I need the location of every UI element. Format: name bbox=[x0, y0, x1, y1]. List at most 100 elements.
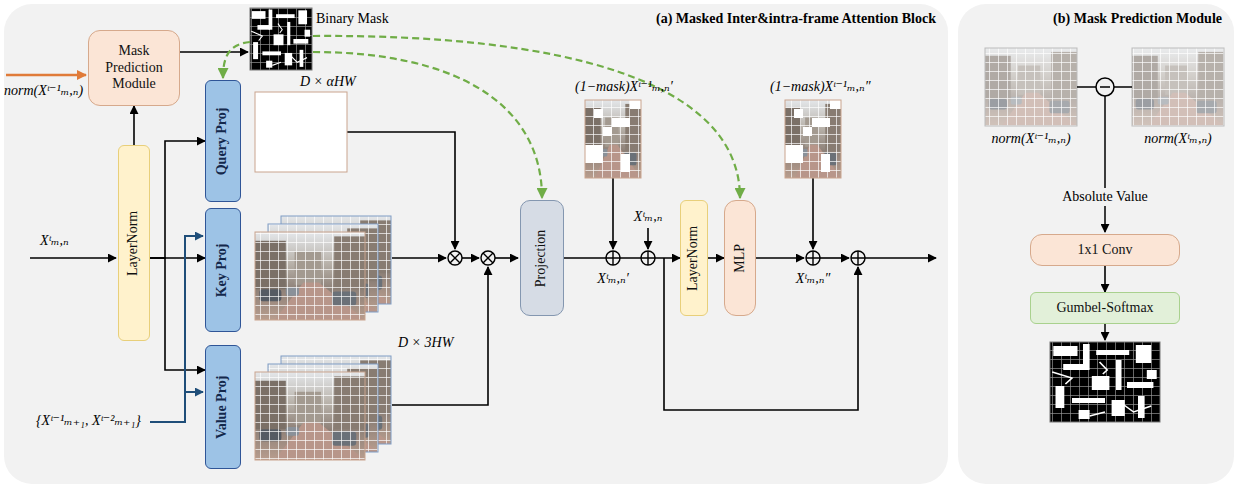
add-symbol bbox=[851, 251, 865, 265]
box-label: Query Proj bbox=[215, 107, 232, 175]
operation-label: Absolute Value bbox=[1059, 188, 1151, 206]
residual-image bbox=[785, 100, 841, 178]
block-panel: (a) Masked Inter&intra-frame Attention B… bbox=[4, 4, 948, 484]
add-symbol bbox=[806, 251, 820, 265]
wire bbox=[865, 257, 936, 259]
query-feature-image bbox=[255, 92, 347, 172]
panel-title: (b) Mask Prediction Module bbox=[1053, 11, 1222, 28]
signal-label: Xᵗₘ,ₙ″ bbox=[796, 270, 831, 288]
add-symbol bbox=[806, 251, 820, 265]
process-box: 1x1 Conv bbox=[1030, 234, 1180, 266]
reference-input-wire bbox=[185, 391, 203, 393]
residual-image bbox=[785, 100, 841, 178]
output-mask-image bbox=[1050, 342, 1160, 422]
subtract-symbol bbox=[1077, 86, 1096, 88]
query-feature-image bbox=[255, 92, 347, 172]
wire bbox=[812, 178, 814, 249]
subtract-symbol bbox=[1104, 324, 1106, 340]
output-mask-image bbox=[1050, 342, 1160, 422]
wire bbox=[462, 257, 479, 259]
multiply-symbol bbox=[483, 253, 493, 263]
residual-image bbox=[785, 100, 841, 178]
subtract-symbol bbox=[1114, 86, 1132, 88]
frame-image bbox=[985, 48, 1077, 126]
input-arrow bbox=[6, 74, 86, 77]
residual-image bbox=[585, 100, 641, 178]
frame-image bbox=[1132, 48, 1224, 126]
panel-title: (a) Masked Inter&intra-frame Attention B… bbox=[656, 11, 936, 28]
connector bbox=[133, 106, 135, 145]
key-feature-stack bbox=[255, 232, 365, 320]
subtract-symbol bbox=[1096, 78, 1114, 96]
input-label: Xᵗₘ,ₙ bbox=[40, 232, 69, 250]
wire bbox=[30, 257, 116, 259]
add-symbol bbox=[641, 251, 655, 265]
multiply-symbol bbox=[481, 251, 495, 265]
frame-image bbox=[1132, 48, 1224, 126]
add-symbol bbox=[641, 251, 655, 265]
box-label: LayerNorm bbox=[686, 225, 703, 290]
residual-label: (1−mask)Xᵗ⁻¹ₘ,ₙ′ bbox=[575, 78, 673, 96]
module-box: Mask Prediction Module bbox=[88, 30, 180, 106]
subtract-symbol bbox=[1104, 96, 1106, 232]
image-caption: Binary Mask bbox=[316, 10, 389, 28]
add-symbol bbox=[606, 251, 620, 265]
wire bbox=[756, 257, 804, 259]
image-caption: norm(Xᵗ⁻¹ₘ,ₙ) bbox=[991, 130, 1070, 148]
wire bbox=[647, 228, 649, 249]
connector bbox=[1104, 266, 1106, 292]
box-label: LayerNorm bbox=[126, 210, 143, 275]
signal-label: Xᵗₘ,ₙ bbox=[634, 208, 663, 226]
output-mask-image bbox=[1050, 342, 1160, 422]
value-feature-stack bbox=[255, 372, 365, 460]
box-label: Key Proj bbox=[215, 243, 232, 297]
dimension-label: D × αHW bbox=[300, 73, 356, 91]
value-feature-stack bbox=[255, 372, 365, 460]
multiply-symbol bbox=[450, 253, 460, 263]
residual-label: (1−mask)Xᵗ⁻¹ₘ,ₙ″ bbox=[770, 78, 871, 96]
binary-mask-image bbox=[250, 8, 312, 70]
query-feature-image bbox=[255, 92, 347, 172]
wire bbox=[180, 51, 248, 53]
wire bbox=[612, 178, 614, 249]
mlp-box: MLP bbox=[724, 200, 756, 316]
add-symbol bbox=[851, 251, 865, 265]
box-label: Projection bbox=[534, 229, 551, 287]
box-label: Gumbel-Softmax bbox=[1056, 300, 1153, 317]
dimension-label: D × 3HW bbox=[398, 334, 453, 352]
binary-mask-image bbox=[250, 8, 312, 70]
residual-image bbox=[585, 100, 641, 178]
projection-box: Value Proj bbox=[205, 345, 241, 469]
key-feature-stack bbox=[255, 216, 391, 320]
input-label: norm(Xᵗ⁻¹ₘ,ₙ) bbox=[4, 82, 83, 100]
query-feature-image bbox=[255, 92, 347, 172]
frame-image bbox=[985, 48, 1077, 126]
key-feature-stack bbox=[255, 232, 365, 320]
residual-image bbox=[585, 100, 641, 178]
input-label: {Xᵗ⁻¹ₘ₊₁, Xᵗ⁻²ₘ₊₁} bbox=[36, 412, 141, 430]
binary-mask-image bbox=[250, 8, 312, 70]
key-feature-stack bbox=[255, 232, 365, 320]
image-caption: norm(Xᵗₘ,ₙ) bbox=[1144, 130, 1212, 148]
query-feature-image bbox=[255, 92, 347, 172]
connector bbox=[708, 257, 724, 259]
binary-mask-image bbox=[250, 8, 312, 70]
frame-image bbox=[985, 48, 1077, 126]
residual-image bbox=[585, 100, 641, 178]
projection-box: Projection bbox=[520, 200, 564, 316]
residual-image bbox=[785, 100, 841, 178]
add-symbol bbox=[606, 251, 620, 265]
input-arrow bbox=[6, 74, 86, 77]
value-feature-stack bbox=[255, 372, 365, 460]
wire bbox=[495, 257, 518, 259]
box-label: Mask Prediction Module bbox=[94, 43, 174, 93]
subtract-symbol bbox=[1100, 86, 1110, 88]
signal-label: Xᵗₘ,ₙ′ bbox=[597, 270, 629, 288]
box-label: Value Proj bbox=[215, 375, 232, 438]
wire bbox=[392, 257, 446, 259]
connector bbox=[564, 257, 680, 259]
projection-box: Key Proj bbox=[205, 208, 241, 332]
wire bbox=[820, 257, 849, 259]
norm-box: LayerNorm bbox=[680, 200, 708, 316]
